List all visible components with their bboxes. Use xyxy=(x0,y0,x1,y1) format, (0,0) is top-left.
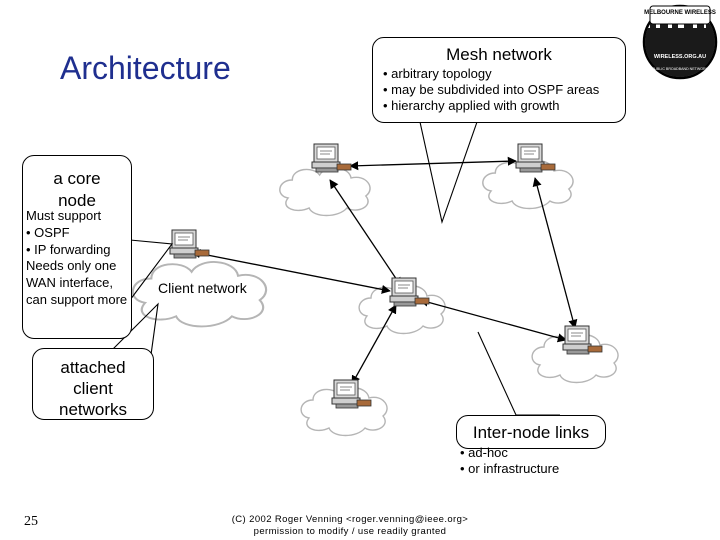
inter-node-links-callout: Inter-node links xyxy=(456,415,606,449)
attached-client-networks-title: attached client networks xyxy=(58,358,128,419)
core-text-line: Needs only one WAN interface, can suppor… xyxy=(26,258,128,307)
mesh-bullet: • hierarchy applied with growth xyxy=(383,98,560,113)
mesh-network-bullets: • arbitrary topology • may be subdivided… xyxy=(383,66,623,114)
inter-bullet: • or infrastructure xyxy=(460,461,560,476)
core-text-line: • OSPF xyxy=(26,224,70,240)
core-pointer xyxy=(129,239,174,301)
attached-client-networks-callout: attached client networks xyxy=(32,348,154,420)
link-center-right xyxy=(419,297,567,343)
inter-node-links-bullets: • ad-hoc • or infrastructure xyxy=(460,445,660,477)
page-number: 25 xyxy=(24,514,38,529)
node-pc-top xyxy=(311,143,352,173)
core-text-line: • IP forwarding xyxy=(26,241,111,257)
inter-bullet: • ad-hoc xyxy=(460,445,508,460)
node-pc-top-right xyxy=(515,143,556,173)
logo-text: PUBLIC BROADBAND NETWORK xyxy=(652,67,709,71)
mesh-bullet: • arbitrary topology xyxy=(383,66,492,81)
node-pc-client xyxy=(169,229,210,259)
mesh-network-title: Mesh network xyxy=(446,45,552,64)
logo-text: WIRELESS.ORG.AU xyxy=(654,54,706,60)
client-network-label: Client network xyxy=(158,280,247,296)
mesh-network-callout: Mesh network xyxy=(372,37,626,123)
inter-node-links-title: Inter-node links xyxy=(472,423,590,442)
copyright-notice: (C) 2002 Roger Venning <roger.venning@ie… xyxy=(200,514,500,538)
core-node-title: a core node xyxy=(53,169,101,210)
mesh-bullet: • may be subdivided into OSPF areas xyxy=(383,82,600,97)
core-node-callout: a core node Must support • OSPF • IP for… xyxy=(22,155,132,339)
core-text-line: Must support xyxy=(26,208,102,223)
core-node-description: Must support • OSPF • IP forwarding Need… xyxy=(26,208,134,309)
link-top-topright xyxy=(349,156,517,171)
logo-text: MELBOURNE WIRELESS xyxy=(644,10,716,16)
copyright-line: (C) 2002 Roger Venning <roger.venning@ie… xyxy=(231,514,469,525)
link-topright-right xyxy=(532,177,578,329)
slide-title: Architecture xyxy=(60,50,231,86)
copyright-line: permission to modify / use readily grant… xyxy=(253,526,447,537)
mesh-pointer xyxy=(419,121,478,225)
link-center-bottom xyxy=(351,304,397,385)
cloud-node-top xyxy=(279,167,371,217)
melbourne-wireless-logo: MELBOURNE WIRELESS WIRELESS.ORG.AU PUBLI… xyxy=(642,4,718,80)
link-client-center xyxy=(191,249,391,294)
